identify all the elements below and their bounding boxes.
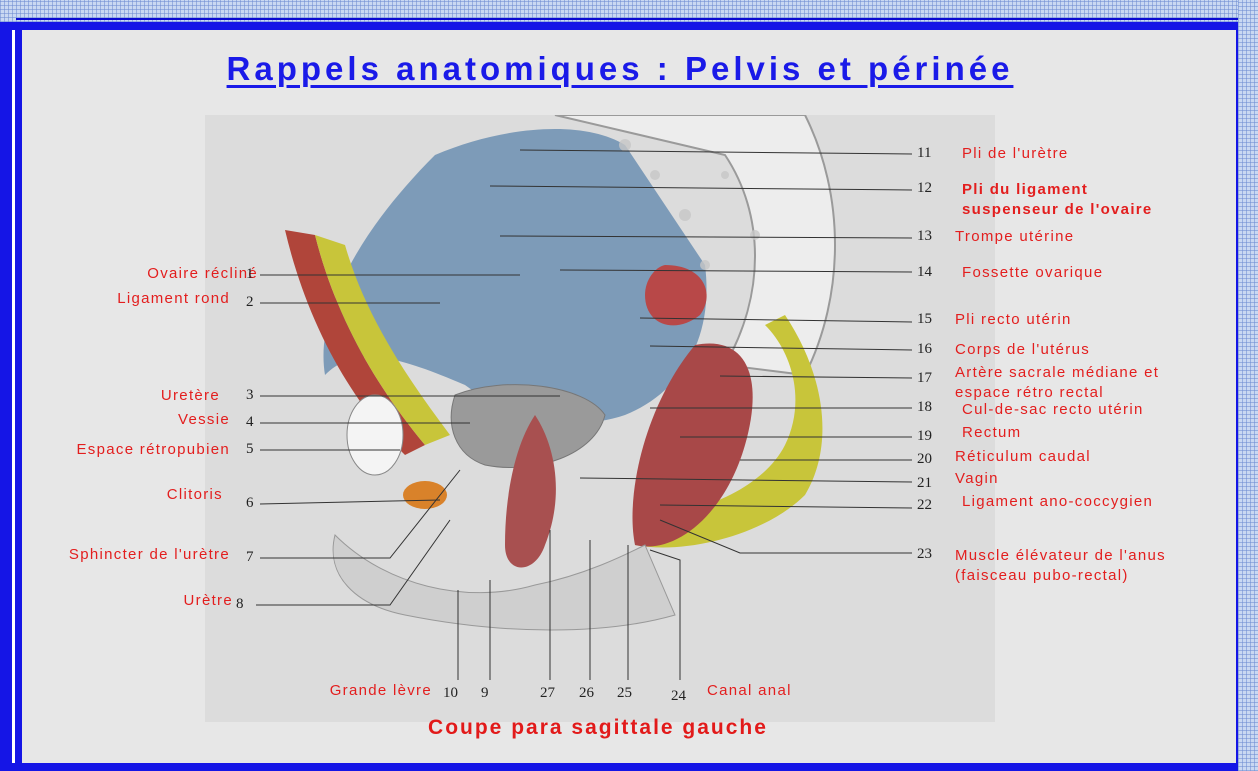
slide-subtitle: Coupe para sagittale gauche	[210, 716, 986, 740]
